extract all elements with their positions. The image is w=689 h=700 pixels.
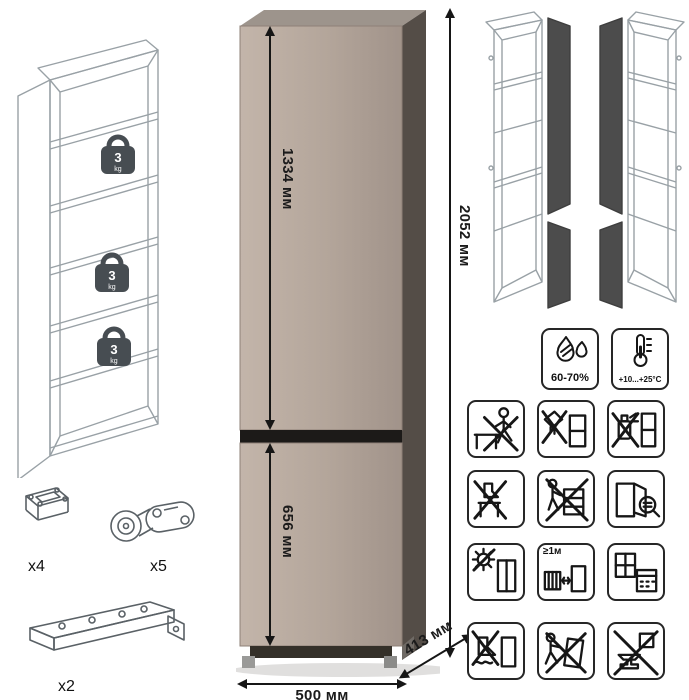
humidity-requirement-box: 60-70% xyxy=(541,328,599,390)
dim-arrow-shaft xyxy=(269,34,271,422)
weight-value-label: 3 xyxy=(108,268,115,283)
dim-label-width: 500 мм xyxy=(295,687,349,700)
care-box-no-sitting xyxy=(467,400,525,458)
no-sitting-icon xyxy=(473,407,519,452)
front-left-foot xyxy=(242,656,255,668)
shelf-weight-icon: 3 kg xyxy=(95,252,129,292)
carcass-outline xyxy=(17,39,159,481)
door-adjustment-icon xyxy=(615,482,661,518)
cabinet-right-hinged-drawing xyxy=(485,11,571,309)
no-heavy-impact-icon xyxy=(613,630,659,676)
dim-arrow-shaft xyxy=(245,683,399,685)
door-options-svg xyxy=(485,11,685,309)
no-tilting-carry-icon xyxy=(544,632,587,674)
back-right-foot xyxy=(402,636,414,660)
upper-door xyxy=(239,25,403,431)
care-box-no-solvents xyxy=(607,400,665,458)
door-options-drawing xyxy=(482,8,688,325)
rails-qty-label: x2 xyxy=(58,678,75,695)
hinge-drawing xyxy=(100,482,204,559)
temperature-range-label: +10...+25°С xyxy=(618,375,662,384)
no-pushing-loaded-icon xyxy=(545,478,589,522)
dim-label-total-height: 2052 мм xyxy=(456,205,473,267)
care-box-heat-distance: ≥1м xyxy=(537,543,595,601)
dim-arrow-shaft xyxy=(269,451,271,638)
dim-arrow-upper-door xyxy=(264,26,276,430)
cabinet-side-face xyxy=(402,10,426,660)
heat-distance-label: ≥1м xyxy=(543,546,562,557)
lower-door xyxy=(239,442,403,647)
heat-distance-icon xyxy=(543,565,587,593)
humidity-drops-icon xyxy=(556,336,588,362)
dim-label-lower-door: 656 мм xyxy=(279,505,296,559)
dim-arrow-width xyxy=(237,678,407,690)
weight-unit-label: kg xyxy=(108,284,116,291)
front-right-foot xyxy=(384,656,397,668)
thermometer-icon xyxy=(633,334,652,367)
hinge-icon xyxy=(110,501,195,542)
no-wet-cleaning-icon xyxy=(471,630,517,668)
care-box-no-pushing-loaded xyxy=(537,470,595,528)
dim-arrow-shaft xyxy=(449,16,451,650)
no-liquids-icon xyxy=(541,410,587,448)
dim-arrow-lower-door xyxy=(264,443,276,646)
care-box-no-wet-cleaning xyxy=(467,622,525,680)
care-box-avoid-sunlight xyxy=(467,543,525,601)
no-standing-icon xyxy=(473,480,508,520)
no-solvents-icon xyxy=(611,412,657,448)
feet-qty-label: x4 xyxy=(28,558,45,575)
dim-label-upper-door: 1334 мм xyxy=(279,148,296,210)
plinth-rail-drawing xyxy=(22,592,190,679)
shelf-weight-icon: 3 kg xyxy=(97,326,131,366)
foot-pad-icon xyxy=(25,487,69,521)
cabinet-render xyxy=(232,6,456,687)
care-box-no-liquids xyxy=(537,400,595,458)
cabinet-render-svg xyxy=(232,10,456,677)
dim-arrow-total-height xyxy=(444,8,456,658)
weight-value-label: 3 xyxy=(110,342,117,357)
weight-unit-label: kg xyxy=(110,358,118,365)
avoid-sunlight-icon xyxy=(471,547,517,593)
door-gap xyxy=(240,430,402,443)
humidity-range-label: 60-70% xyxy=(551,372,589,384)
care-box-no-heavy-impact xyxy=(607,622,665,680)
weight-value-label: 3 xyxy=(114,150,121,165)
carcass-line-drawing: 3 kg 3 kg 3 kg xyxy=(8,38,218,483)
cabinet-top-face xyxy=(240,10,426,26)
weight-unit-label: kg xyxy=(114,166,122,173)
plinth xyxy=(250,646,392,658)
hinges-qty-label: x5 xyxy=(150,558,167,575)
foot-pad-drawing xyxy=(16,478,78,545)
shelf-weight-icon: 3 kg xyxy=(101,134,135,174)
care-box-no-tilting-carry xyxy=(537,622,595,680)
carcass-drawing-svg: 3 kg 3 kg 3 kg xyxy=(17,39,159,481)
care-box-door-adjustment xyxy=(607,470,665,528)
care-box-no-standing xyxy=(467,470,525,528)
acclimatization-icon xyxy=(614,552,658,593)
care-box-acclimatization xyxy=(607,543,665,601)
temperature-requirement-box: +10...+25°С xyxy=(611,328,669,390)
plinth-rail-icon xyxy=(29,601,185,651)
cabinet-left-hinged-drawing xyxy=(599,11,685,309)
